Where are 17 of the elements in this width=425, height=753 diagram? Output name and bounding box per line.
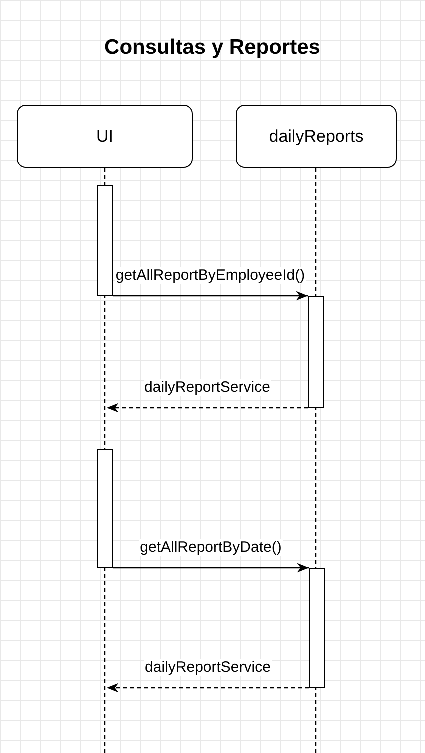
return-arrow <box>107 683 309 693</box>
activation-bar <box>309 568 325 688</box>
participant-name: UI <box>96 126 114 146</box>
message-label: getAllReportByDate() <box>139 539 283 556</box>
message-label: dailyReportService <box>144 659 272 676</box>
message-arrow <box>113 291 308 301</box>
message-arrow <box>113 563 309 573</box>
diagram-title: Consultas y Reportes <box>104 36 322 60</box>
message-label: getAllReportByEmployeeId() <box>114 267 306 284</box>
activation-bar <box>97 449 113 568</box>
participant-box <box>17 105 193 168</box>
activation-bar <box>308 296 324 408</box>
participant-box <box>236 105 397 168</box>
participant-name: dailyReports <box>269 126 364 146</box>
message-label: dailyReportService <box>144 379 272 396</box>
return-arrow <box>107 403 308 413</box>
activation-bar <box>97 185 113 296</box>
